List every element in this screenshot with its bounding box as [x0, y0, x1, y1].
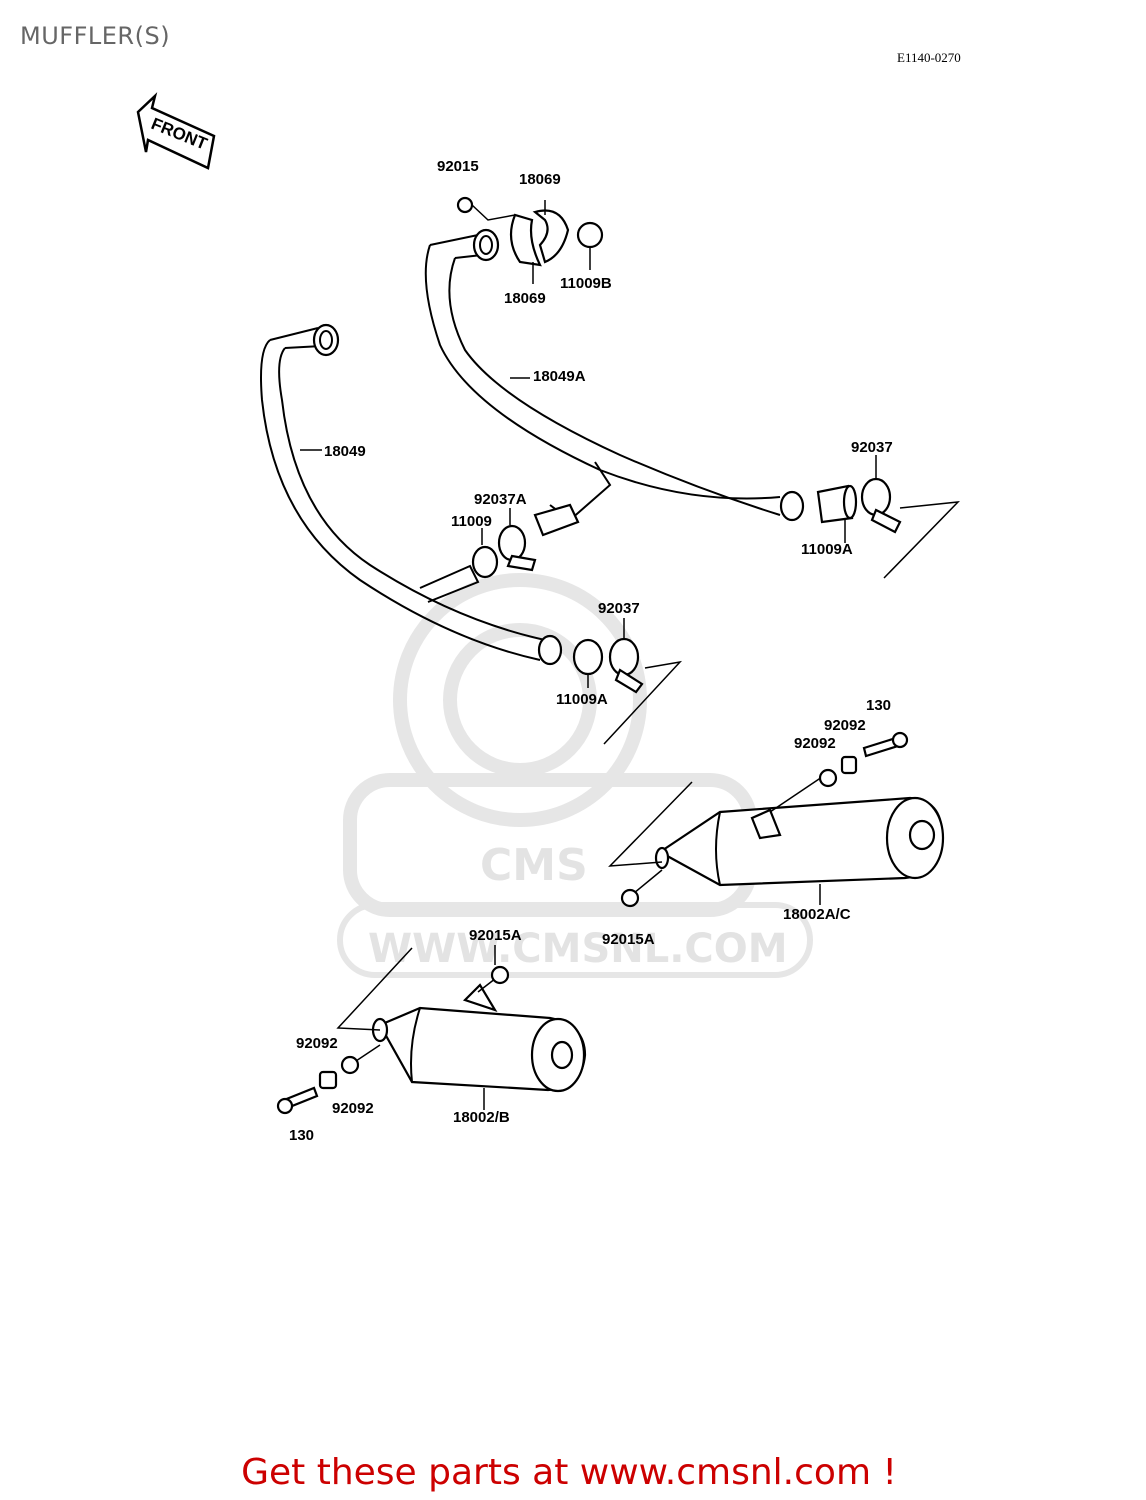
parts-diagram: CMS WWW.CMSNL.COM FRONT — [136, 92, 960, 1144]
watermark-logo-text: CMS — [480, 840, 588, 891]
callout-92015A-lower: 92015A — [469, 927, 522, 944]
diagram-code: E1140-0270 — [897, 50, 961, 65]
callout-18049: 18049 — [324, 443, 366, 460]
callout-92092-lower-a: 92092 — [296, 1035, 338, 1052]
footer-link-text[interactable]: Get these parts at www.cmsnl.com ! — [241, 1452, 897, 1493]
washer-92092-upper-a — [818, 768, 838, 788]
watermark-url: WWW.CMSNL.COM — [368, 926, 788, 972]
muffler-18002A-C — [654, 796, 945, 887]
exhaust-pipe-18049A — [424, 228, 805, 537]
grommet-92092-upper-b — [840, 755, 858, 775]
callout-130-lower: 130 — [289, 1127, 314, 1144]
callout-11009B: 11009B — [560, 275, 612, 292]
watermark-logo: CMS WWW.CMSNL.COM — [337, 573, 813, 978]
grommet-92092-lower-a — [340, 1055, 360, 1075]
callout-92092-upper-a: 92092 — [824, 717, 866, 734]
callout-18002-B: 18002/B — [453, 1109, 510, 1126]
callout-92092-lower-b: 92092 — [332, 1100, 374, 1117]
callout-11009A-lower: 11009A — [556, 691, 608, 708]
callout-92037-lower: 92037 — [598, 600, 640, 617]
clamp-92037-lower — [608, 637, 644, 694]
leader-lines — [300, 200, 877, 1110]
callout-18069-top: 18069 — [519, 171, 561, 188]
callout-92015: 92015 — [437, 158, 479, 175]
callout-130-upper: 130 — [866, 697, 891, 714]
callout-92037-upper: 92037 — [851, 439, 893, 456]
washer-92092-lower-b — [318, 1070, 338, 1090]
callout-92037A: 92037A — [474, 491, 527, 508]
callout-11009: 11009 — [451, 513, 492, 530]
page-title: MUFFLER(S) — [20, 22, 171, 50]
callout-11009A-upper: 11009A — [801, 541, 853, 558]
gasket-11009B — [576, 221, 604, 249]
sleeve-11009 — [471, 545, 499, 579]
nut-92015A-lower — [490, 965, 510, 985]
exhaust-pipe-18049 — [260, 323, 563, 666]
clamp-92037A — [497, 524, 537, 572]
exhaust-flange-18069 — [509, 209, 570, 267]
nut-92015A-upper — [620, 888, 640, 908]
callout-92092-upper-b: 92092 — [794, 735, 836, 752]
nut-92015 — [456, 196, 474, 214]
front-arrow-icon: FRONT — [136, 92, 216, 170]
footer-link[interactable]: Get these parts at www.cmsnl.com ! — [0, 1452, 1146, 1493]
sleeve-11009A-upper — [816, 484, 858, 524]
sleeve-11009A-lower — [572, 638, 604, 676]
clamp-92037-upper — [860, 477, 902, 534]
callout-18049A: 18049A — [533, 368, 586, 385]
callout-18002A-C: 18002A/C — [783, 906, 851, 923]
muffler-18002-B — [371, 983, 587, 1093]
callout-18069-bottom: 18069 — [504, 290, 546, 307]
callout-92015A-upper: 92015A — [602, 931, 655, 948]
